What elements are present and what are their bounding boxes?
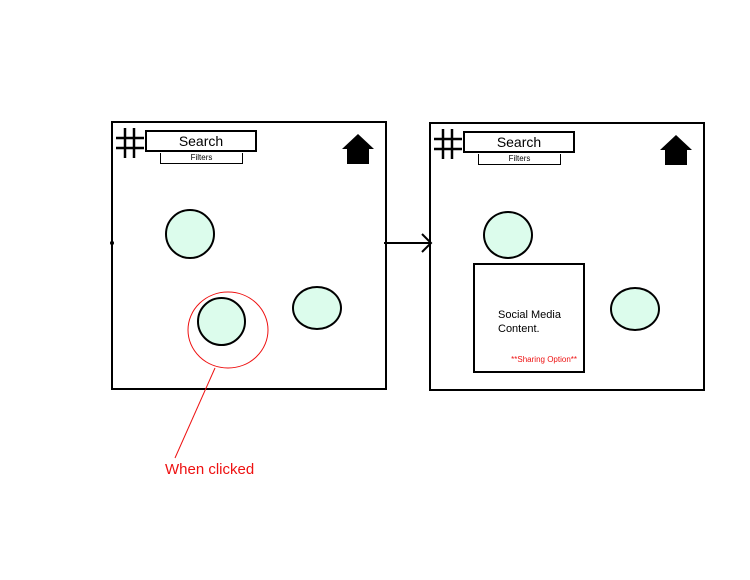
- content-bubble-1[interactable]: [483, 211, 533, 259]
- hash-icon[interactable]: [115, 126, 145, 158]
- content-bubble-1[interactable]: [165, 209, 215, 259]
- filters-button[interactable]: Filters: [478, 154, 561, 165]
- screen-after-click: Search Filters Social Media Content. **S…: [429, 122, 705, 391]
- search-input[interactable]: Search: [463, 131, 575, 153]
- home-icon[interactable]: [659, 134, 693, 166]
- search-input[interactable]: Search: [145, 130, 257, 152]
- filters-button[interactable]: Filters: [160, 153, 243, 164]
- home-icon[interactable]: [341, 133, 375, 165]
- content-bubble-3[interactable]: [292, 286, 342, 330]
- content-bubble-3[interactable]: [610, 287, 660, 331]
- sharing-option-link[interactable]: **Sharing Option**: [511, 355, 577, 364]
- annotation-note: When clicked: [165, 461, 255, 478]
- screen-before-click: Search Filters: [111, 121, 387, 390]
- social-media-content-card[interactable]: Social Media Content. **Sharing Option**: [473, 263, 585, 373]
- content-text: Social Media Content.: [498, 309, 561, 335]
- hash-icon[interactable]: [433, 127, 463, 159]
- content-bubble-2[interactable]: [197, 297, 246, 346]
